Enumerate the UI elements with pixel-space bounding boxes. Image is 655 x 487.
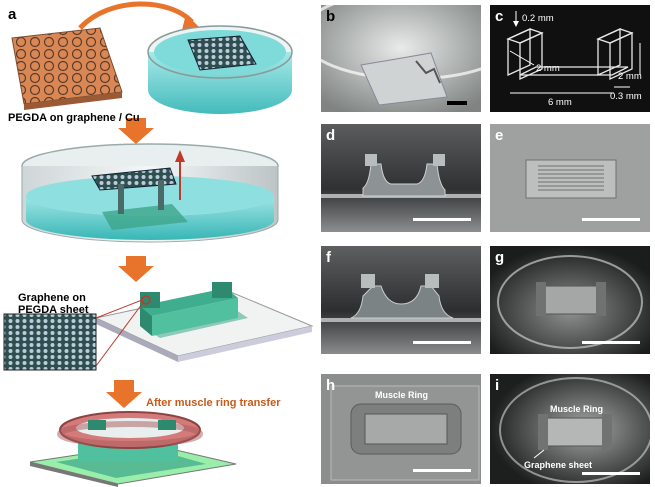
scale-bar-g [582, 341, 640, 344]
panel-b: b [321, 5, 481, 112]
graphene-sheet-label: Graphene sheet [524, 460, 593, 470]
caption-transfer: After muscle ring transfer [146, 397, 281, 409]
panel-i-label: i [495, 377, 500, 394]
dim-bottom: 6 mm [548, 97, 572, 108]
panel-c-label: c [495, 8, 504, 25]
caption-graphene-2: PEGDA sheet [18, 304, 89, 316]
dim-left: 2 mm [536, 63, 560, 74]
panel-h: h Muscle Ring [321, 374, 481, 484]
device-on-sheet [94, 282, 314, 362]
scale-bar-i [582, 472, 640, 475]
dim-right: 2 mm [618, 71, 642, 82]
scale-bar-b [447, 101, 467, 105]
graphene-cu-tile [11, 27, 123, 110]
dish-middle [21, 143, 279, 243]
panel-d-label: d [326, 127, 336, 144]
down-arrow-1-icon [118, 118, 154, 144]
panel-a: a [0, 0, 315, 487]
scale-bar-d [413, 218, 471, 221]
panel-b-label: b [326, 8, 336, 25]
caption-cu: PEGDA on graphene / Cu [8, 112, 140, 124]
panel-f-label: f [326, 249, 331, 266]
muscle-ring-label-i: Muscle Ring [550, 404, 604, 414]
muscle-ring-device [29, 411, 237, 487]
dim-top: 0.2 mm [522, 13, 554, 24]
curved-arrow-icon [78, 1, 194, 30]
dish-top [147, 25, 293, 114]
caption-graphene-1: Graphene on [18, 292, 86, 304]
panel-i: i Muscle Ring Graphene sheet [490, 374, 650, 484]
down-arrow-2-icon [118, 256, 154, 282]
panel-g: g [490, 246, 650, 354]
panel-a-label: a [8, 6, 17, 23]
dim-gap: 0.3 mm [610, 91, 642, 102]
panel-a-schematic [3, 1, 314, 487]
scale-bar-e [582, 218, 640, 221]
panel-e: e [490, 124, 650, 232]
panel-e-label: e [495, 127, 504, 144]
scale-bar-h [413, 469, 471, 472]
panel-h-label: h [326, 377, 336, 394]
muscle-ring-label-h: Muscle Ring [375, 390, 429, 400]
panel-f: f [321, 246, 481, 354]
scale-bar-f [413, 341, 471, 344]
panel-d: d [321, 124, 481, 232]
down-arrow-3-icon [106, 380, 142, 408]
graphene-zoom-inset [3, 299, 143, 371]
panel-g-label: g [495, 249, 505, 266]
panel-c: c 0.2 mm 2 mm 2 mm 6 mm 0.3 mm [490, 5, 650, 112]
